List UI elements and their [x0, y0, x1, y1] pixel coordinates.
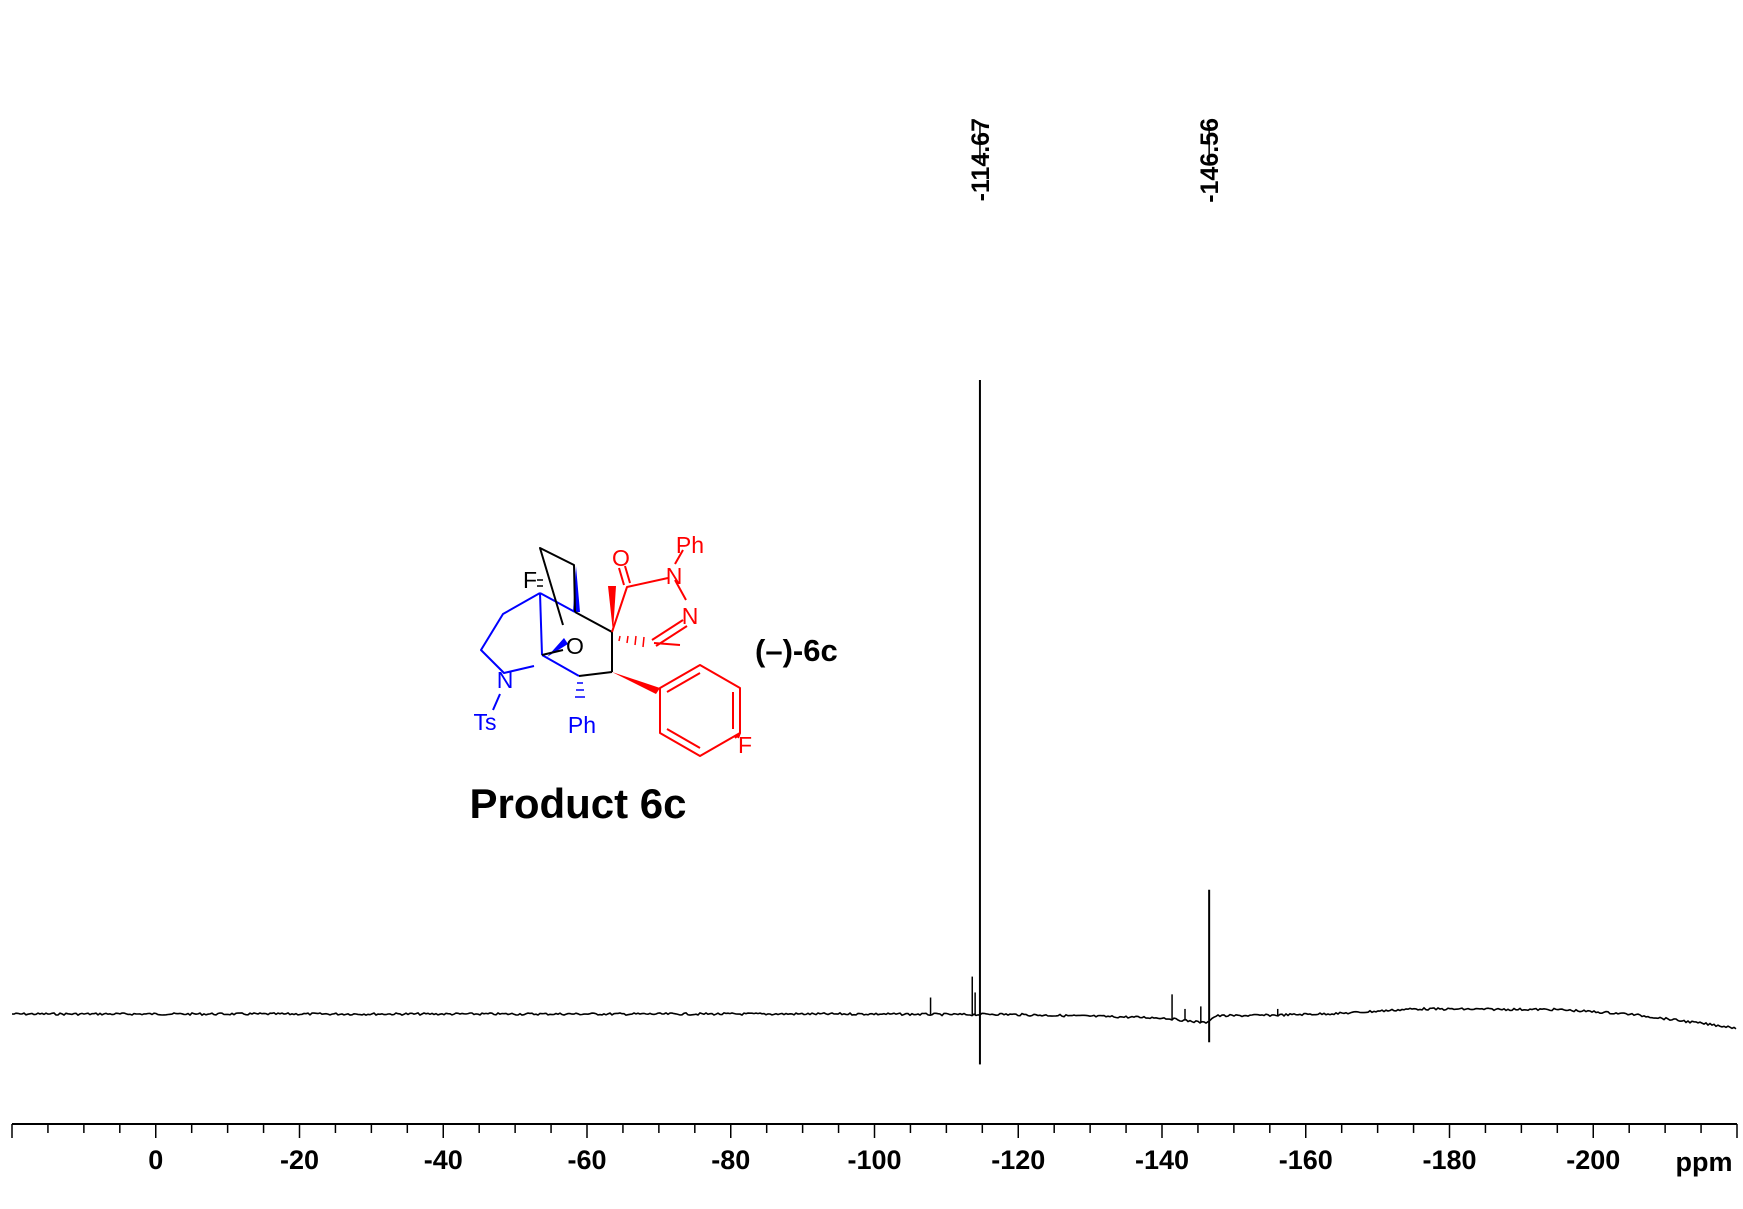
x-tick-label: -200: [1566, 1145, 1620, 1175]
atom-label-o-carbonyl: O: [612, 545, 630, 571]
hash-bond-red-3: [634, 635, 637, 646]
x-tick-label: -140: [1135, 1145, 1189, 1175]
x-tick-label: -60: [567, 1145, 606, 1175]
core-bond-1: [574, 611, 613, 633]
aryl-f-bond-2: [737, 732, 741, 739]
x-tick-label: -100: [847, 1145, 901, 1175]
atom-label-n-pyrazolone-2: N: [682, 603, 699, 629]
atom-label-ph-bottom: Ph: [568, 712, 596, 738]
x-tick-label: -160: [1279, 1145, 1333, 1175]
x-tick-label: -180: [1422, 1145, 1476, 1175]
x-axis-ticks: 0 -20 -40 -60 -80 -100 -120 -140 -160 -180 -200: [11, 1124, 1738, 1175]
bridge-bond-blue: [539, 592, 543, 656]
aromatic-bond-1: [666, 672, 701, 693]
peaks: [929, 380, 1279, 1065]
pyrrolidine-ring-bonds: [480, 592, 541, 674]
core-bond-3: [578, 671, 613, 677]
wedge-bond-red-top: [608, 586, 616, 632]
wedge-bond-red-aryl: [612, 672, 660, 694]
atom-label-o-bridge: O: [566, 633, 584, 659]
peak-label: -146.56: [1196, 118, 1224, 203]
peak-labels: -114.67 -146.56: [967, 118, 1224, 203]
atom-label-ts: Ts: [474, 709, 497, 735]
fluorophenyl-ring: [659, 664, 741, 757]
atom-label-ph-top: Ph: [676, 532, 704, 558]
bridge-bonds: [539, 547, 576, 626]
carbonyl-bond-a: [618, 567, 625, 586]
ring-bond-blue-2: [541, 654, 580, 677]
n-n-bond: [674, 579, 687, 601]
spectrum-trace: [11, 1006, 1737, 1030]
hash-bond-red-4: [642, 636, 645, 648]
atom-label-n-pyrazolone-1: N: [666, 563, 683, 589]
n-ph-bond: [674, 549, 684, 565]
x-tick-label: -40: [424, 1145, 463, 1175]
x-tick-label: -20: [280, 1145, 319, 1175]
wedge-bond-blue: [547, 638, 568, 657]
x-tick-label: 0: [148, 1145, 163, 1175]
atom-label-n-ring: N: [497, 667, 514, 693]
chemical-structure: F O N Ts Ph O N Ph N F: [474, 532, 753, 758]
methyl-bond: [653, 642, 681, 646]
aromatic-bond-3: [666, 728, 701, 749]
atom-label-f-top: F: [523, 567, 537, 593]
pyrazolone-ring: [611, 577, 669, 633]
c-n-double-a: [651, 619, 684, 641]
carbonyl-bond-b: [624, 565, 631, 584]
x-tick-label: -120: [991, 1145, 1045, 1175]
ring-bond-blue-3: [539, 592, 576, 613]
hash-bond-red-1: [618, 635, 621, 642]
figure-title: Product 6c: [469, 780, 686, 827]
x-tick-label: -80: [711, 1145, 750, 1175]
peak-label: -114.67: [967, 118, 995, 201]
n-ts-bond: [492, 693, 501, 711]
x-axis: 0 -20 -40 -60 -80 -100 -120 -140 -160 -180 -200 pp…: [11, 1123, 1738, 1177]
compound-label: (–)-6c: [755, 633, 838, 668]
x-axis-unit: ppm: [1676, 1147, 1733, 1177]
atom-label-f-aryl: F: [738, 732, 752, 758]
core-bond-4: [541, 649, 564, 656]
hash-bond-red-2: [626, 635, 629, 644]
